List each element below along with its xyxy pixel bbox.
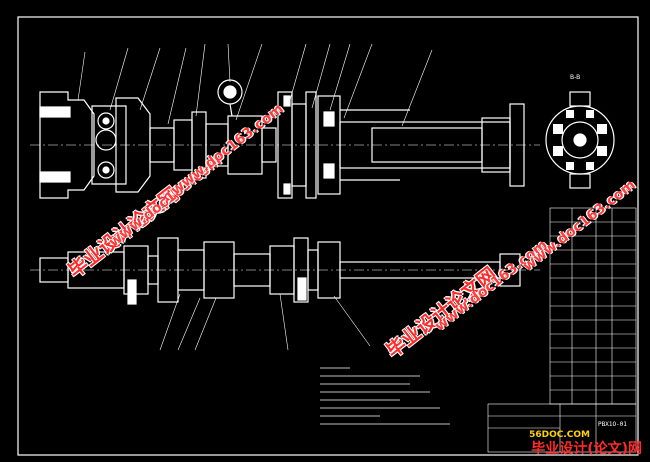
title-block-code: PBX1O-01: [598, 421, 627, 428]
bottom-view: [30, 237, 540, 305]
leader-lines: [77, 43, 433, 351]
top-view: [30, 79, 540, 199]
section-b-b: [545, 91, 615, 189]
parts-list-table: [549, 207, 637, 405]
brand-url: 56DOC.COM: [529, 430, 590, 440]
section-label: B-B: [570, 74, 581, 81]
technical-notes: [320, 367, 450, 425]
brand-name: 毕业设计(论文)网: [531, 441, 642, 457]
drawing-border: [17, 16, 639, 456]
title-block: [487, 403, 637, 453]
